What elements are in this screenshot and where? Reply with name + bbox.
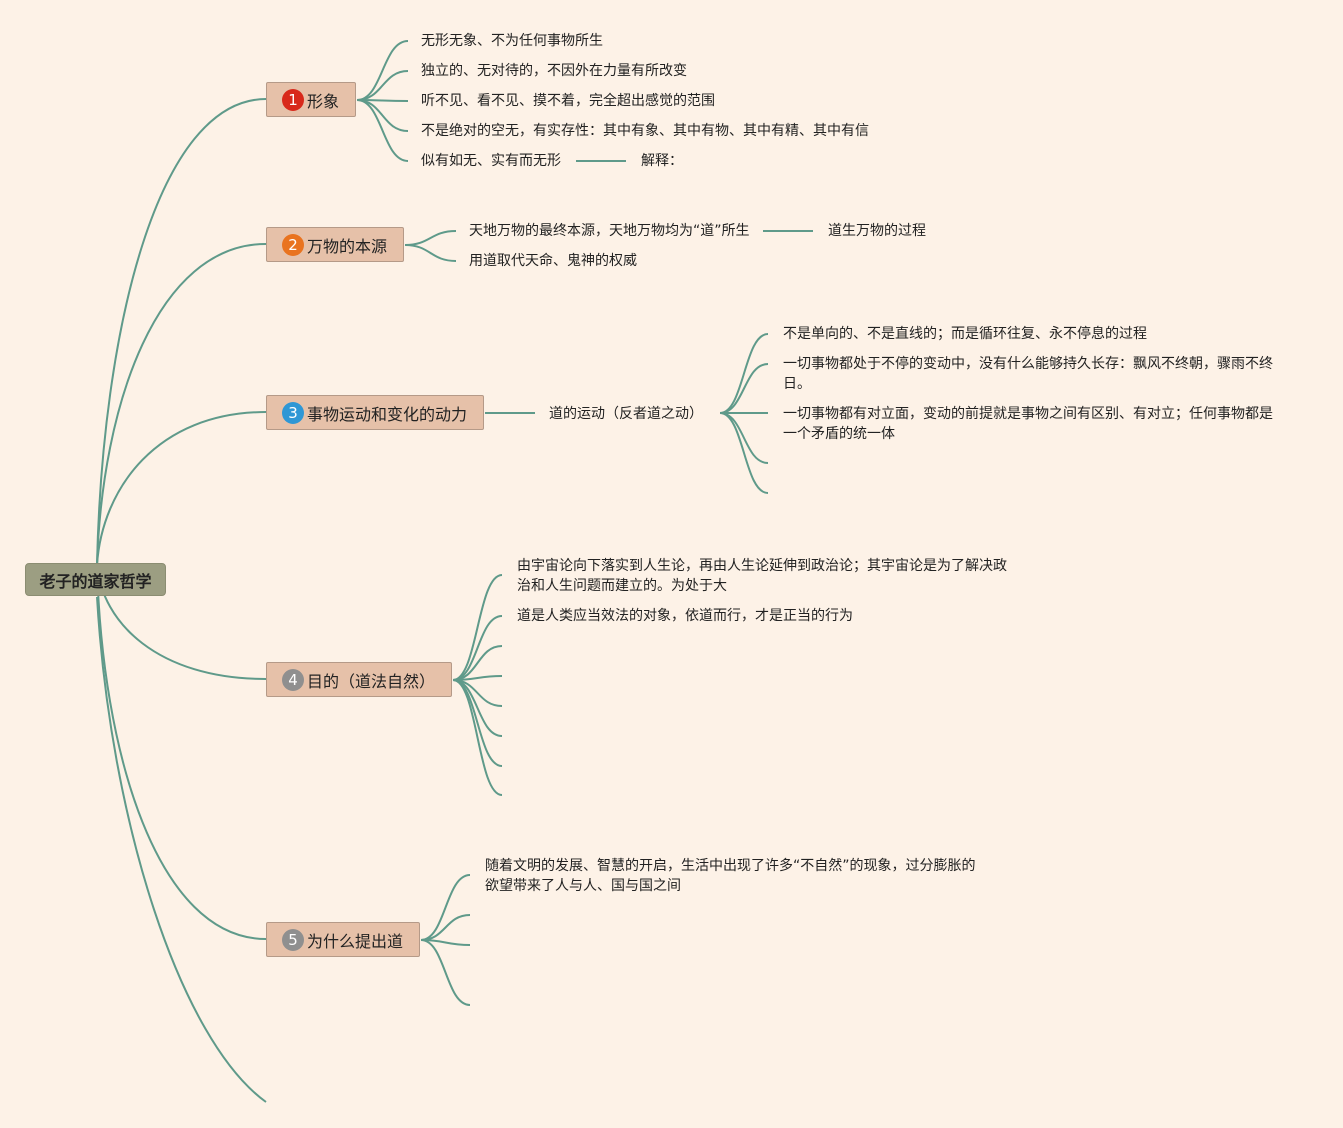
root-connector-5 xyxy=(96,564,267,940)
leaf-node[interactable]: 一切事物都处于不停的变动中，没有什么能够持久长存：飘风不终朝，骤雨不终日。 xyxy=(783,356,1273,392)
branch-label: 为什么提出道 xyxy=(307,931,404,951)
root-node[interactable]: 老子的道家哲学 xyxy=(25,563,166,596)
branch-4-connector xyxy=(452,574,503,681)
leaf-node[interactable]: 用道取代天命、鬼神的权威 xyxy=(469,253,637,269)
branch-1-connector xyxy=(356,70,409,101)
branch-label: 形象 xyxy=(307,91,340,111)
branch-3-sub-connector xyxy=(719,363,769,414)
branch-node-2[interactable]: 2 万物的本源 xyxy=(266,227,404,262)
leaf-node[interactable]: 独立的、无对待的，不因外在力量有所改变 xyxy=(421,63,687,79)
branch-2-connector xyxy=(404,230,457,246)
branch-1-connector xyxy=(356,99,409,132)
number-badge-3: 3 xyxy=(282,401,304,424)
branch-label: 事物运动和变化的动力 xyxy=(307,404,468,424)
branch-2-connector xyxy=(404,244,457,262)
leaf-node[interactable]: 天地万物的最终本源，天地万物均为“道”所生 xyxy=(469,223,750,239)
branch-5-connector xyxy=(420,874,471,941)
sub-node[interactable]: 道的运动（反者道之动） xyxy=(549,406,703,422)
branch-4-connector xyxy=(452,615,503,681)
leaf-node[interactable]: 随着文明的发展、智慧的开启，生活中出现了许多“不自然”的现象，过分膨胀的欲望带来… xyxy=(485,858,976,894)
leaf-node[interactable]: 由宇宙论向下落实到人生论，再由人生论延伸到政治论；其宇宙论是为了解决政治和人生问… xyxy=(517,558,1007,594)
leaf-node[interactable]: 不是单向的、不是直线的；而是循环往复、永不停息的过程 xyxy=(783,326,1147,342)
branch-1-connector xyxy=(356,40,409,101)
branch-5-connector xyxy=(420,939,471,1006)
root-connector-2 xyxy=(96,243,267,566)
leaf-node[interactable]: 解释： xyxy=(641,153,683,169)
root-connector-6 xyxy=(96,596,267,1103)
number-badge-5: 5 xyxy=(282,928,304,951)
branch-1-connector xyxy=(356,99,409,162)
branch-node-4[interactable]: 4 目的（道法自然） xyxy=(266,662,452,697)
branch-3-sub-connector xyxy=(719,412,769,494)
branch-label: 目的（道法自然） xyxy=(307,671,436,691)
leaf-node[interactable]: 一切事物都有对立面，变动的前提就是事物之间有区别、有对立；任何事物都是一个矛盾的… xyxy=(783,406,1273,442)
branch-4-connector xyxy=(452,679,503,737)
root-connector-1 xyxy=(96,98,267,566)
leaf-node[interactable]: 听不见、看不见、摸不着，完全超出感觉的范围 xyxy=(421,93,715,109)
leaf-node[interactable]: 道生万物的过程 xyxy=(828,223,926,239)
branch-node-3[interactable]: 3 事物运动和变化的动力 xyxy=(266,395,484,430)
leaf-node[interactable]: 道是人类应当效法的对象，依道而行，才是正当的行为 xyxy=(517,608,853,624)
root-connector-3 xyxy=(96,411,267,566)
branch-node-1[interactable]: 1 形象 xyxy=(266,82,356,117)
number-badge-2: 2 xyxy=(282,233,304,256)
leaf-node[interactable]: 无形无象、不为任何事物所生 xyxy=(421,33,603,49)
branch-label: 万物的本源 xyxy=(307,236,388,256)
leaf-node[interactable]: 不是绝对的空无，有实存性：其中有象、其中有物、其中有精、其中有信 xyxy=(421,123,869,139)
leaf-node[interactable]: 似有如无、实有而无形 xyxy=(421,153,561,169)
branch-3-sub-connector xyxy=(719,333,769,414)
number-badge-1: 1 xyxy=(282,88,304,111)
number-badge-4: 4 xyxy=(282,668,304,691)
branch-4-connector xyxy=(452,679,503,796)
branch-node-5[interactable]: 5 为什么提出道 xyxy=(266,922,420,957)
branch-5-connector xyxy=(420,914,471,941)
